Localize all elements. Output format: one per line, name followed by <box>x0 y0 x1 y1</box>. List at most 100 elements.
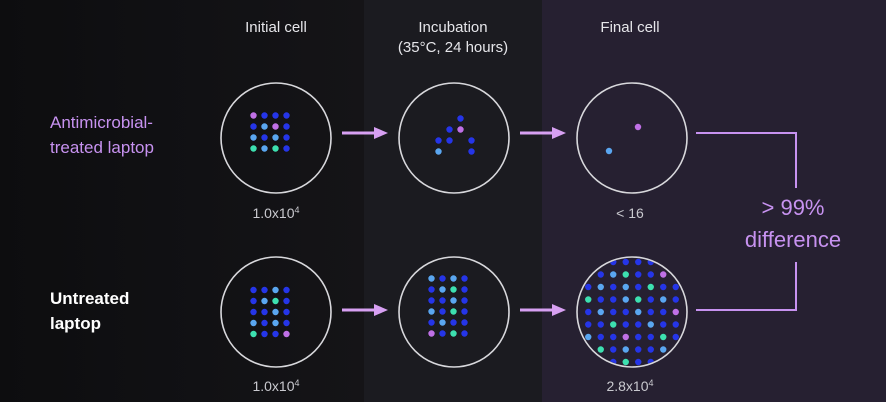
bacteria-dot <box>672 258 679 266</box>
bacteria-dot <box>672 308 679 316</box>
bacteria-dot <box>585 333 592 341</box>
bacteria-dot <box>660 346 667 353</box>
bacteria-dot <box>660 296 667 303</box>
bacteria-dot <box>283 319 290 327</box>
bacteria-dot <box>468 148 475 155</box>
bacteria-dot <box>450 330 457 337</box>
bacteria-dot <box>261 286 268 294</box>
row-label-treated-line2: treated laptop <box>50 138 154 157</box>
bacteria-dot <box>635 308 642 316</box>
difference-label: difference <box>744 227 842 252</box>
bacteria-dot <box>585 321 592 328</box>
bacteria-dot <box>597 283 604 291</box>
bacteria-dot <box>428 275 435 282</box>
bacteria-dot <box>610 333 617 341</box>
bacteria-dot <box>261 145 268 152</box>
bacteria-dot <box>672 358 679 366</box>
bacteria-dot <box>635 271 642 278</box>
bacteria-dot <box>597 296 604 303</box>
bacteria-dot <box>660 258 667 266</box>
row-label-untreated-line1: Untreated <box>50 289 130 308</box>
bacteria-dot <box>635 333 642 341</box>
bacteria-dot <box>283 330 290 338</box>
bacteria-dot <box>261 134 268 141</box>
bacteria-dot <box>622 358 629 366</box>
bacteria-dot <box>660 283 667 291</box>
bacteria-dot <box>428 308 435 315</box>
bacteria-dot <box>660 321 667 328</box>
bacteria-dot <box>450 275 457 282</box>
bacteria-dot <box>435 137 442 144</box>
bacteria-dot <box>610 308 617 316</box>
bacteria-dot <box>283 297 290 305</box>
bacteria-dot <box>622 321 629 328</box>
bacteria-dot <box>635 346 642 353</box>
bacteria-dot <box>283 123 290 130</box>
bacteria-dot <box>250 319 257 327</box>
bacteria-dot <box>672 333 679 341</box>
bacteria-dot <box>461 308 468 315</box>
bacteria-dot <box>272 134 279 141</box>
bacteria-dot <box>250 330 257 338</box>
bacteria-dot <box>272 330 279 338</box>
petri-dish-treated-final <box>576 82 688 194</box>
bacteria-untreated-initial <box>250 286 290 338</box>
bacteria-dot <box>461 286 468 293</box>
bacteria-dot <box>250 308 257 316</box>
bacteria-dot <box>250 134 257 141</box>
bacteria-dot <box>597 358 604 366</box>
row-label-untreated-line2: laptop <box>50 314 101 333</box>
column-title-incubation: Incubation (35°C, 24 hours) <box>382 18 524 58</box>
bacteria-dot <box>622 283 629 291</box>
bacteria-dot <box>439 319 446 326</box>
bacteria-dot <box>261 297 268 305</box>
bacteria-dot <box>610 321 617 328</box>
bacteria-dot <box>446 137 453 144</box>
bacteria-dot <box>585 283 592 291</box>
bacteria-treated-final <box>605 123 642 155</box>
bacteria-dot <box>428 286 435 293</box>
bacteria-dot <box>597 346 604 353</box>
bacteria-dot <box>635 258 642 266</box>
bacteria-dot <box>439 275 446 282</box>
bacteria-dot <box>468 137 475 144</box>
bacteria-dot <box>457 126 464 133</box>
bacteria-dot <box>634 123 642 131</box>
bacteria-dot <box>261 308 268 316</box>
bacteria-dot <box>635 358 642 366</box>
bacteria-dot <box>439 330 446 337</box>
bacteria-dot <box>672 283 679 291</box>
column-title-final: Final cell <box>600 19 660 36</box>
petri-dish-treated-initial <box>220 82 332 194</box>
bacteria-dot <box>428 330 435 337</box>
bacteria-dot <box>461 297 468 304</box>
bacteria-dot <box>610 283 617 291</box>
bacteria-dot <box>461 275 468 282</box>
bacteria-dot <box>450 308 457 315</box>
bacteria-dot <box>439 308 446 315</box>
bacteria-dot <box>647 296 654 303</box>
bacteria-dot <box>272 145 279 152</box>
row-label-treated: Antimicrobial- treated laptop <box>50 110 154 160</box>
column-title-incubation-line2: (35°C, 24 hours) <box>397 39 509 56</box>
count-treated-final: < 16 <box>616 205 644 221</box>
bacteria-dot <box>272 297 279 305</box>
bacteria-dot <box>635 296 642 303</box>
bacteria-dot <box>597 321 604 328</box>
bacteria-dot <box>261 330 268 338</box>
bacteria-dot <box>635 283 642 291</box>
bacteria-dot <box>605 147 613 155</box>
arrow-untreated-1 <box>342 304 388 316</box>
arrow-treated-1 <box>342 127 388 139</box>
bacteria-dot <box>647 333 654 341</box>
difference-callout: > 99% difference <box>718 192 868 256</box>
bacteria-dot <box>435 148 442 155</box>
bacteria-dot <box>450 297 457 304</box>
bacteria-dot <box>585 258 592 266</box>
bacteria-dot <box>672 321 679 328</box>
bacteria-dot <box>622 271 629 278</box>
petri-dish-treated-incubation <box>398 82 510 194</box>
bracket-top <box>696 132 797 188</box>
